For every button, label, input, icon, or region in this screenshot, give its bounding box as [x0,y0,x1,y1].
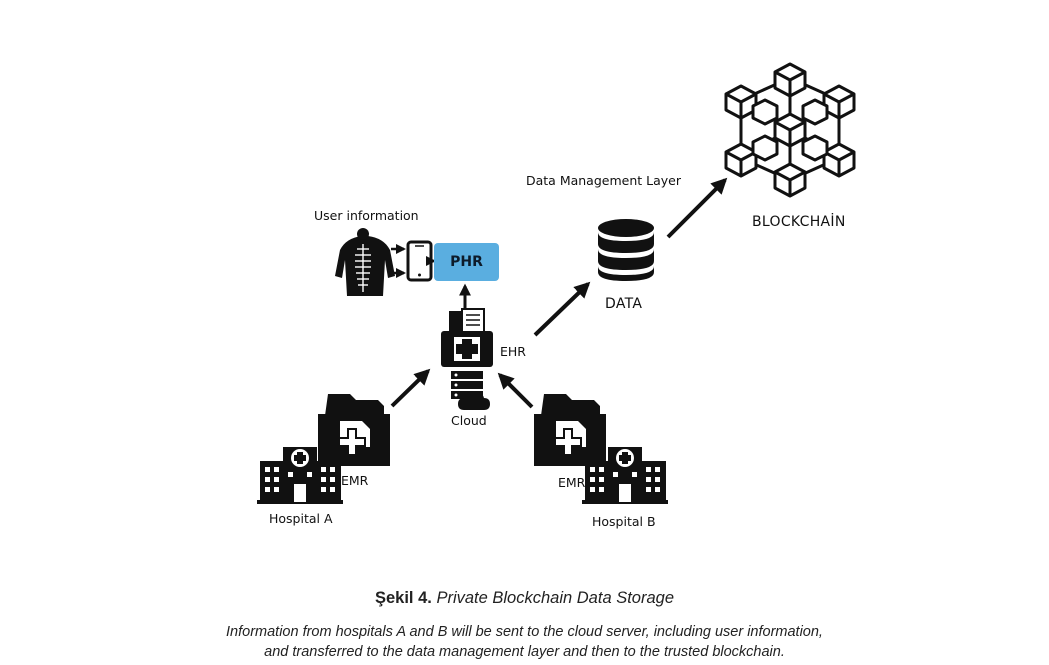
medical-folder-icon [318,394,390,466]
hospital-a-label: Hospital A [269,511,333,526]
arrow-cloud-to-data [533,281,591,337]
blockchain-icon [724,62,856,198]
arrow-hospital-b-to-cloud [497,372,534,409]
caption-line-1: Information from hospitals A and B will … [226,624,823,640]
figure-caption-title: Şekil 4. Private Blockchain Data Storage [0,589,1049,608]
smartphone-icon [406,240,433,282]
arrow-data-to-blockchain [666,177,728,239]
body-scan-icon [335,228,395,296]
database-icon [598,219,654,281]
hospital-b-label: Hospital B [592,514,656,529]
phr-label: PHR [450,254,483,270]
diagram: PHR User information EHR Cloud EMR EMR H… [257,62,856,529]
figure-caption-body: Information from hospitals A and B will … [0,622,1049,662]
user-information-label: User information [314,208,419,223]
cloud-label: Cloud [451,413,487,428]
emr-label-b: EMR [558,475,586,490]
hospital-icon [582,447,668,504]
phr-box: PHR [434,243,499,281]
data-label: DATA [605,296,643,312]
figure-number: Şekil 4. [374,589,432,607]
figure-title: Private Blockchain Data Storage [436,589,674,607]
flow-arrows [390,177,728,409]
hospital-icon [257,447,343,504]
arrow-hospital-a-to-cloud [390,368,431,408]
caption-line-2: and transferred to the data management l… [264,644,785,660]
blockchain-label: BLOCKCHAİN [752,214,846,230]
ehr-label: EHR [500,344,526,359]
medical-folder-icon [534,394,606,466]
data-management-layer-label: Data Management Layer [526,173,681,188]
emr-label-a: EMR [341,473,369,488]
server-cloud-icon [441,308,493,410]
